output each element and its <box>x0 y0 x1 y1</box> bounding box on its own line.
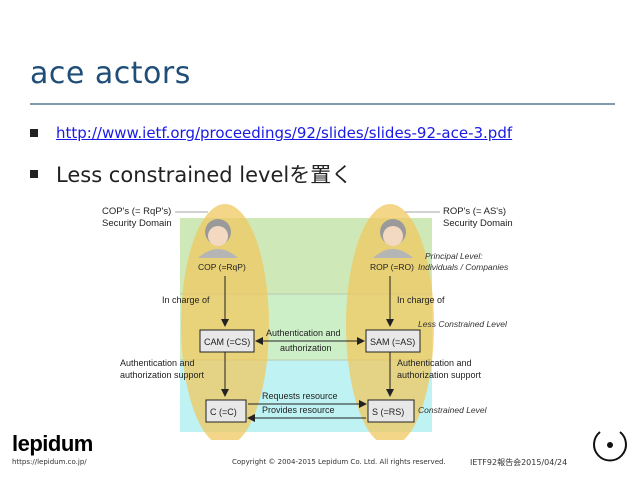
rop-domain-label: Security Domain <box>443 218 513 229</box>
constrained-level-label: Constrained Level <box>418 405 488 415</box>
auth-label: authorization <box>280 343 332 353</box>
auth-support-left: Authentication and <box>120 358 195 368</box>
auth-support-right: Authentication and <box>397 358 472 368</box>
auth-support-right: authorization support <box>397 370 482 380</box>
s-box <box>367 399 415 423</box>
footer-date: IETF92報告会2015/04/24 <box>470 458 568 467</box>
slide-title: ace actors <box>30 56 191 91</box>
in-charge-label-left: In charge of <box>162 295 210 305</box>
cam-label: CAM (=CS) <box>204 337 250 347</box>
c-label: C (=C) <box>210 407 237 417</box>
bullet-text: Less constrained levelを置く <box>56 163 353 187</box>
rop-label: ROP (=RO) <box>370 262 414 272</box>
cop-domain-label: COP's (= RqP's) <box>102 206 171 217</box>
provides-label: Provides resource <box>262 405 335 415</box>
c-box <box>205 399 247 423</box>
bullet-item-link: http://www.ietf.org/proceedings/92/slide… <box>30 124 512 142</box>
cop-domain-label: Security Domain <box>102 218 172 229</box>
lepidum-logo: lepidum <box>12 431 93 456</box>
s-label: S (=RS) <box>372 407 404 417</box>
rop-person-icon <box>373 219 413 258</box>
proceedings-link[interactable]: http://www.ietf.org/proceedings/92/slide… <box>56 124 513 142</box>
lepidum-mark-icon <box>593 431 627 462</box>
title-divider <box>30 103 615 105</box>
auth-support-left: authorization support <box>120 370 205 380</box>
cop-person-icon <box>198 219 238 258</box>
bullet-square-icon <box>30 129 38 137</box>
footer-copyright: Copyright © 2004-2015 Lepidum Co. Ltd. A… <box>232 458 446 466</box>
sam-box <box>365 329 421 353</box>
requests-label: Requests resource <box>262 391 338 401</box>
principal-level-label: Principal Level: <box>425 251 483 261</box>
footer-url: https://lepidum.co.jp/ <box>12 458 87 466</box>
cop-label: COP (=RqP) <box>198 262 246 272</box>
in-charge-label-right: In charge of <box>397 295 445 305</box>
cam-box <box>199 329 255 353</box>
auth-label: Authentication and <box>266 328 341 338</box>
rop-domain-label: ROP's (= AS's) <box>443 206 506 217</box>
bullet-square-icon <box>30 170 38 178</box>
principal-level-label: Individuals / Companies <box>418 262 509 272</box>
bullet-item-text: Less constrained levelを置く <box>30 159 352 189</box>
ace-actors-diagram: COP's (= RqP's) Security Domain ROP's (=… <box>102 204 513 440</box>
sam-label: SAM (=AS) <box>370 337 415 347</box>
less-constrained-level-label: Less Constrained Level <box>418 319 508 329</box>
